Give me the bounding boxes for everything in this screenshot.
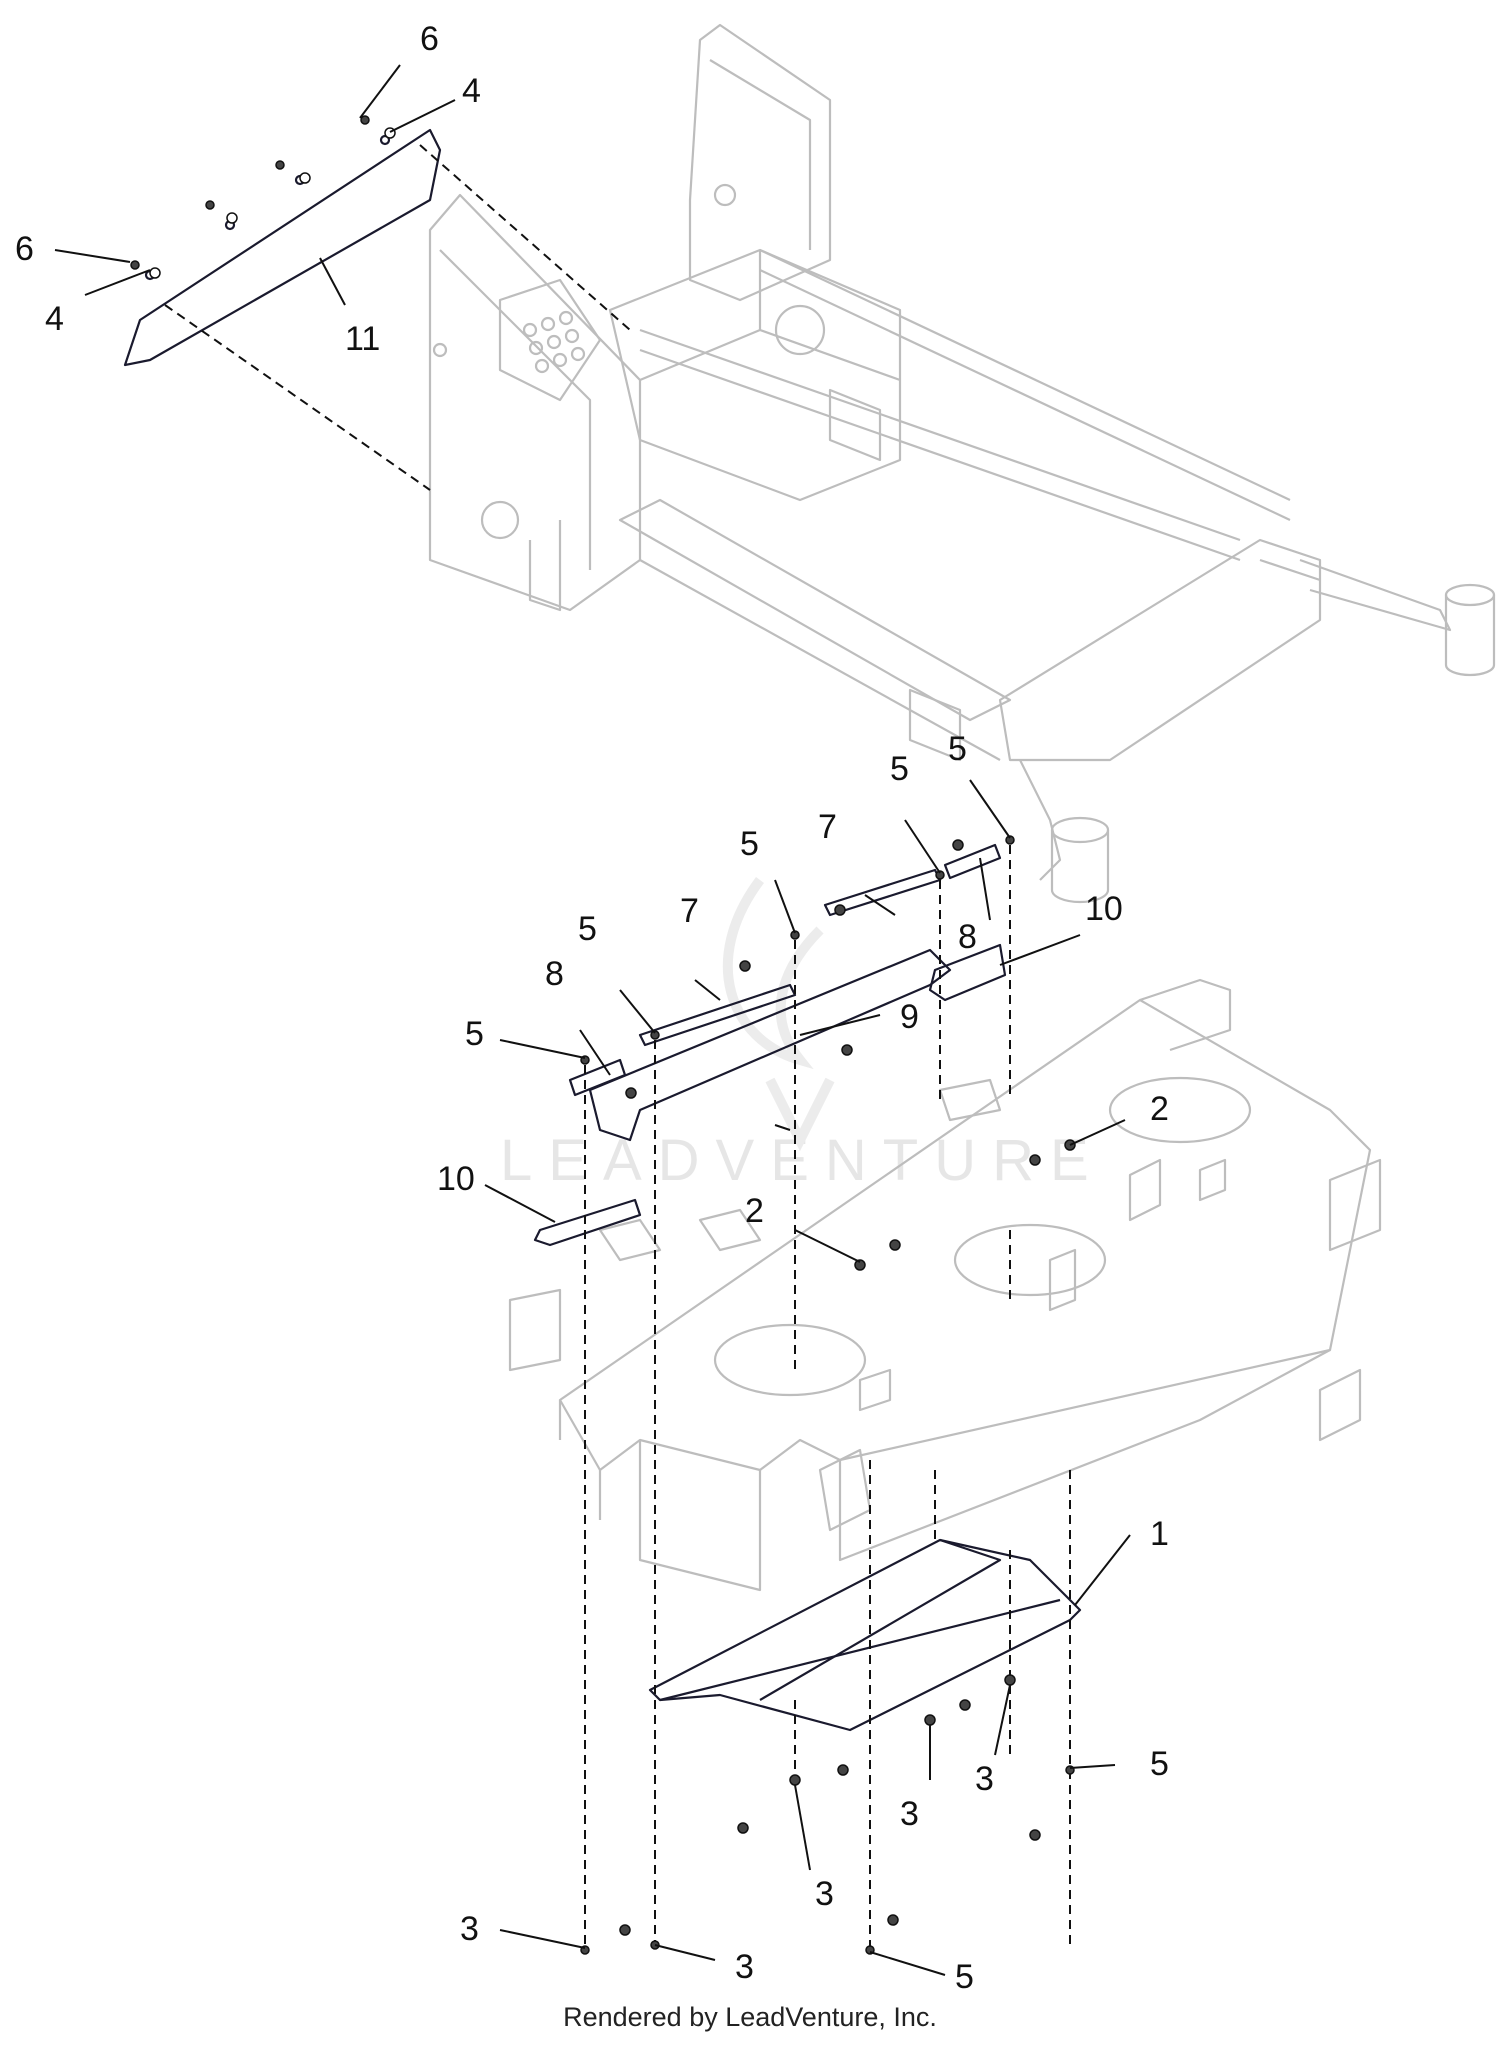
part-1-lower-baffle — [648, 1538, 1082, 1732]
callout-5-mid: 5 — [740, 825, 759, 863]
callout-5-far-right: 5 — [948, 730, 967, 768]
callout-labels: 6 4 6 4 11 5 5 5 7 5 7 8 8 10 5 9 2 10 2… — [15, 20, 1169, 1996]
highlighted-parts — [123, 128, 1082, 1732]
callout-5-right: 5 — [890, 750, 909, 788]
callout-10-lower: 10 — [437, 1160, 475, 1198]
part-8-plate-lower — [568, 1058, 627, 1097]
callout-7-upper: 7 — [818, 808, 837, 846]
callout-3-mid-right: 3 — [900, 1795, 919, 1833]
part-8-plate-upper — [943, 843, 1002, 880]
callout-2-right: 2 — [1150, 1090, 1169, 1128]
blade-opening-center — [953, 1223, 1107, 1297]
callout-3-right: 3 — [975, 1760, 994, 1798]
blade-opening-left — [713, 1323, 867, 1397]
callout-5-bottom: 5 — [955, 1958, 974, 1996]
callout-9: 9 — [900, 998, 919, 1036]
keypad-buttons — [522, 310, 586, 374]
callout-8-upper: 8 — [958, 918, 977, 956]
rendered-by-footer: Rendered by LeadVenture, Inc. — [563, 2002, 937, 2032]
callout-7-lower: 7 — [680, 892, 699, 930]
callout-3-bottom: 3 — [735, 1948, 754, 1986]
watermark-logo-icon — [722, 877, 835, 1152]
callout-8-lower: 8 — [545, 955, 564, 993]
leader-lines — [54, 64, 1131, 1976]
callout-3-bottom-left: 3 — [460, 1910, 479, 1948]
callout-10-upper: 10 — [1085, 890, 1123, 928]
blade-opening-right — [1108, 1076, 1252, 1144]
callout-4-left: 4 — [45, 300, 64, 338]
part-7-strip-lower — [638, 983, 797, 1047]
part-10-shield-lower — [533, 1198, 642, 1247]
callout-5-center-left: 5 — [578, 910, 597, 948]
part-11-baffle — [123, 128, 442, 367]
callout-2-left: 2 — [745, 1192, 764, 1230]
callout-6-left: 6 — [15, 230, 34, 268]
fasteners — [130, 115, 1076, 1955]
callout-5-bottom-right: 5 — [1150, 1745, 1169, 1783]
callout-6-top: 6 — [420, 20, 439, 58]
mower-main-frame — [428, 23, 1496, 904]
part-10-shield-upper — [928, 943, 1007, 1002]
callout-3-mid: 3 — [815, 1875, 834, 1913]
callout-11: 11 — [345, 320, 380, 358]
mower-deck — [508, 978, 1382, 1592]
caster-tube-right — [1444, 583, 1496, 677]
alignment-lines — [164, 144, 1071, 1950]
part-9-baffle — [588, 948, 952, 1142]
caster-tube-left — [1050, 816, 1110, 904]
callout-5-left: 5 — [465, 1015, 484, 1053]
callout-4-top: 4 — [462, 72, 481, 110]
callout-1: 1 — [1150, 1515, 1169, 1553]
